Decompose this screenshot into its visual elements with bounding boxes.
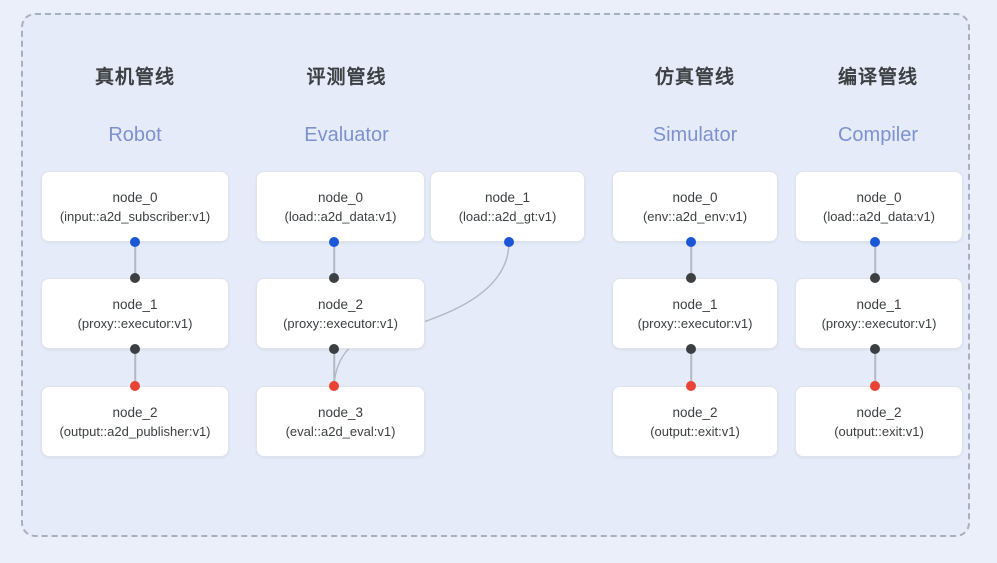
port-output-blue-gt[interactable] [504,237,514,247]
node-type: (load::a2d_data:v1) [284,208,397,224]
node-robot-1[interactable]: node_1 (proxy::executor:v1) [41,278,229,349]
edge-compiler-0-1 [874,242,876,278]
node-name: node_2 [856,404,902,420]
edge-compiler-1-2 [874,349,876,386]
port-input-red[interactable] [329,381,339,391]
node-name: node_2 [317,296,364,312]
node-type: (proxy::executor:v1) [283,315,398,331]
port-input-red[interactable] [130,381,140,391]
port-input-dark[interactable] [329,273,339,283]
node-name: node_1 [484,189,531,205]
node-name: node_2 [112,404,158,420]
port-input-dark[interactable] [686,273,696,283]
edge-simulator-1-2 [690,349,692,386]
column-simulator: 仿真管线 Simulator node_0 (env::a2d_env:v1) … [604,0,786,563]
edge-robot-0-1 [134,242,136,278]
node-type: (output::exit:v1) [650,423,740,439]
column-title-evaluator: 评测管线 [306,67,387,88]
node-robot-2[interactable]: node_2 (output::a2d_publisher:v1) [41,386,229,457]
column-title-compiler: 编译管线 [837,67,918,88]
port-input-dark[interactable] [870,273,880,283]
column-subtitle-simulator: Simulator [652,124,738,146]
node-name: node_0 [856,189,902,205]
column-subtitle-evaluator: Evaluator [304,124,389,146]
node-name: node_1 [112,296,158,312]
port-output-blue[interactable] [870,237,880,247]
node-evaluator-1[interactable]: node_1 (load::a2d_gt:v1) [430,171,585,242]
node-compiler-0[interactable]: node_0 (load::a2d_data:v1) [795,171,963,242]
node-name: node_0 [672,189,718,205]
node-type: (output::exit:v1) [834,423,924,439]
node-compiler-1[interactable]: node_1 (proxy::executor:v1) [795,278,963,349]
node-evaluator-3[interactable]: node_3 (eval::a2d_eval:v1) [256,386,425,457]
node-name: node_2 [672,404,718,420]
node-name: node_1 [672,296,718,312]
port-output-dark[interactable] [686,344,696,354]
node-type: (load::a2d_gt:v1) [458,208,557,224]
port-output-dark[interactable] [870,344,880,354]
node-name: node_0 [112,189,158,205]
port-output-dark[interactable] [329,344,339,354]
column-subtitle-compiler: Compiler [837,124,919,146]
column-title-simulator: 仿真管线 [654,67,735,88]
edge-simulator-0-1 [690,242,692,278]
port-output-dark[interactable] [130,344,140,354]
node-type: (proxy::executor:v1) [637,315,753,331]
node-simulator-1[interactable]: node_1 (proxy::executor:v1) [612,278,778,349]
node-type: (proxy::executor:v1) [821,315,937,331]
port-input-dark[interactable] [130,273,140,283]
node-simulator-2[interactable]: node_2 (output::exit:v1) [612,386,778,457]
node-name: node_0 [317,189,364,205]
column-title-robot: 真机管线 [94,67,175,88]
node-name: node_1 [856,296,902,312]
column-subtitle-robot: Robot [108,124,162,146]
edge-robot-1-2 [134,349,136,386]
port-input-red[interactable] [686,381,696,391]
port-input-red[interactable] [870,381,880,391]
node-type: (eval::a2d_eval:v1) [285,423,396,439]
node-evaluator-2[interactable]: node_2 (proxy::executor:v1) [256,278,425,349]
node-simulator-0[interactable]: node_0 (env::a2d_env:v1) [612,171,778,242]
port-output-blue[interactable] [686,237,696,247]
node-compiler-2[interactable]: node_2 (output::exit:v1) [795,386,963,457]
node-evaluator-0[interactable]: node_0 (load::a2d_data:v1) [256,171,425,242]
column-robot: 真机管线 Robot node_0 (input::a2d_subscriber… [21,0,249,563]
node-type: (proxy::executor:v1) [77,315,193,331]
node-type: (output::a2d_publisher:v1) [59,423,211,439]
port-output-blue[interactable] [130,237,140,247]
node-type: (env::a2d_env:v1) [642,208,748,224]
node-robot-0[interactable]: node_0 (input::a2d_subscriber:v1) [41,171,229,242]
port-output-blue[interactable] [329,237,339,247]
column-compiler: 编译管线 Compiler node_0 (load::a2d_data:v1)… [786,0,970,563]
node-type: (load::a2d_data:v1) [822,208,936,224]
node-name: node_3 [317,404,364,420]
node-type: (input::a2d_subscriber:v1) [59,208,211,224]
column-evaluator: 评测管线 Evaluator node_0 (load::a2d_data:v1… [249,0,604,563]
